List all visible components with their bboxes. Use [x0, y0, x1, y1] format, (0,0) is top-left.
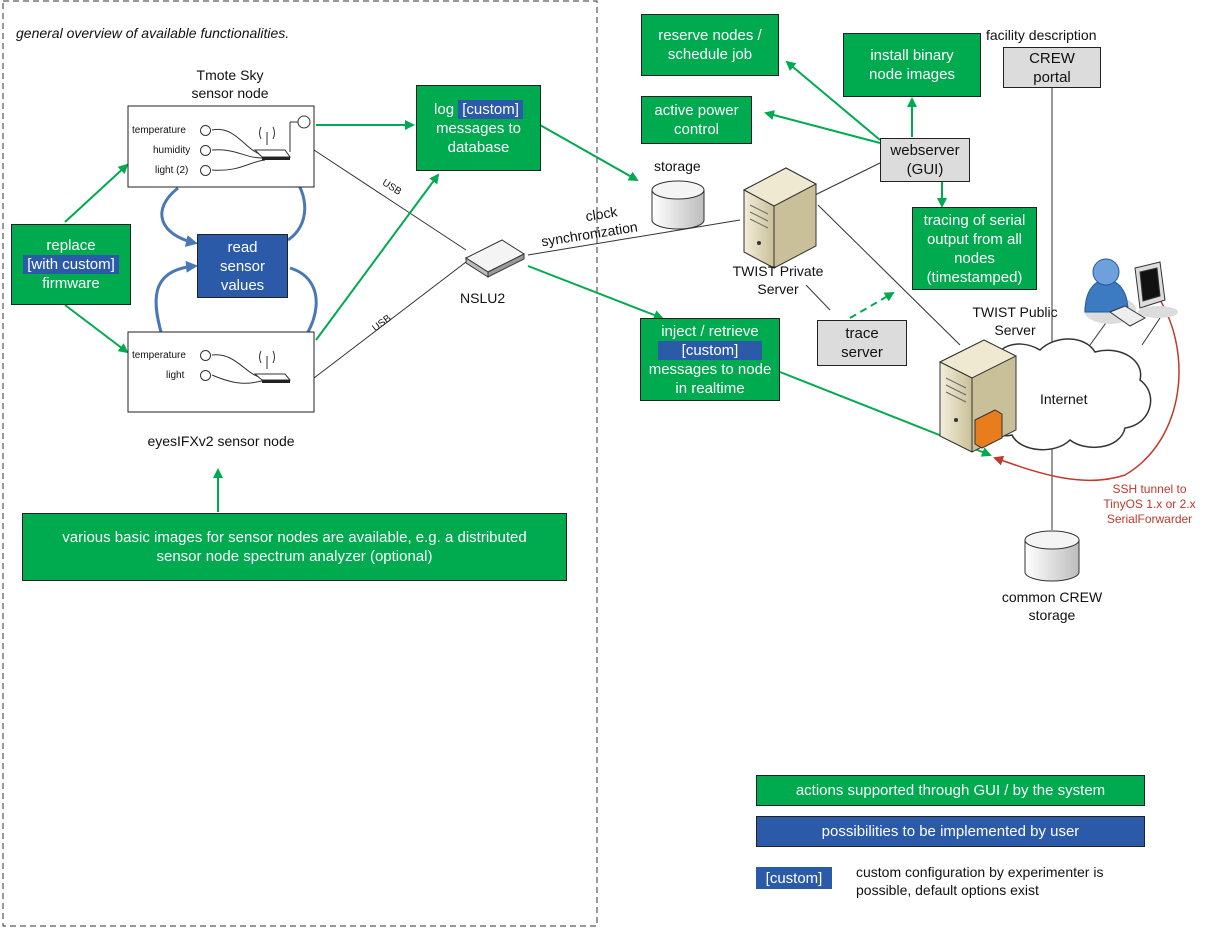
install-images-box: install binary node images: [843, 33, 981, 97]
intro-caption: general overview of available functional…: [16, 25, 290, 41]
tracing-line3: nodes: [954, 249, 995, 267]
webserver-box: webserver (GUI): [880, 138, 970, 182]
power-line1: active power: [654, 102, 739, 119]
private-server-line2: Server: [757, 281, 799, 297]
public-server-icon: [938, 339, 1018, 453]
ssh-line3: SerialForwarder: [1106, 512, 1193, 526]
common-storage-cylinder-icon: [1024, 530, 1080, 582]
tmote-title-line1: Tmote Sky: [196, 67, 264, 83]
ssh-line2: TinyOS 1.x or 2.x: [1103, 497, 1196, 511]
inject-line4: in realtime: [675, 379, 745, 397]
inject-retrieve-box: inject / retrieve [custom] messages to n…: [640, 318, 780, 401]
common-storage-label: common CREW storage: [982, 588, 1122, 624]
active-power-box: active power control: [641, 96, 752, 144]
images-line2: sensor node spectrum analyzer (optional): [156, 548, 433, 565]
public-server-line2: Server: [994, 322, 1036, 338]
log-custom-chip: [custom]: [458, 99, 523, 119]
install-line1: install binary: [870, 47, 954, 64]
sensor-images-box: various basic images for sensor nodes ar…: [22, 513, 567, 581]
facility-description-label: facility description: [986, 27, 1097, 43]
crew-portal-line2: portal: [1033, 68, 1071, 86]
tmote-node-box: [127, 105, 315, 188]
storage-label: storage: [654, 158, 701, 174]
eyes-title: eyesIFXv2 sensor node: [147, 433, 295, 449]
common-storage-line2: storage: [1028, 607, 1076, 623]
common-storage-line1: common CREW: [1001, 589, 1103, 605]
log-line3: database: [447, 138, 510, 156]
computer-icon: [1108, 261, 1178, 327]
log-prefix: log: [434, 100, 455, 118]
webserver-line2: (GUI): [906, 161, 944, 178]
trace-server-line2: server: [841, 344, 883, 361]
trace-server-line1: trace: [845, 325, 879, 342]
read-sensor-line2: sensor: [219, 257, 266, 275]
read-sensor-line1: read: [227, 238, 258, 256]
reserve-line1: reserve nodes /: [658, 27, 762, 44]
read-sensor-values-box: read sensor values: [197, 234, 288, 298]
log-line2: messages to: [435, 119, 522, 137]
tmote-pin-temperature: [200, 125, 211, 136]
read-sensor-line3: values: [220, 276, 265, 294]
power-line2: control: [673, 121, 720, 138]
replace-firmware-box: replace [with custom] firmware: [11, 224, 131, 305]
tracing-box: tracing of serial output from all nodes …: [912, 207, 1037, 290]
crew-portal-box: CREW portal: [1003, 47, 1101, 88]
tmote-radio-icon: [253, 126, 291, 160]
sensor-region-border: [2, 0, 598, 927]
inject-line1: inject / retrieve: [661, 322, 759, 340]
legend-blue-box: possibilities to be implemented by user: [756, 816, 1145, 847]
eyes-pin-temperature: [200, 350, 211, 361]
images-line1: various basic images for sensor nodes ar…: [62, 529, 527, 546]
eyes-radio-icon: [253, 350, 292, 383]
private-server-label: TWIST Private Server: [718, 262, 838, 298]
private-server-icon: [742, 167, 818, 269]
public-server-line1: TWIST Public: [972, 304, 1058, 320]
reserve-line2: schedule job: [667, 46, 753, 63]
legend-custom-chip: [custom]: [756, 867, 832, 889]
ssh-tunnel-label: SSH tunnel to TinyOS 1.x or 2.x SerialFo…: [1092, 482, 1207, 527]
tmote-pin-light: [200, 165, 211, 176]
inject-custom-chip: [custom]: [657, 340, 763, 360]
replace-line3: firmware: [42, 275, 100, 292]
webserver-line1: webserver: [890, 142, 960, 159]
user-icon: [1084, 258, 1136, 324]
eyes-sensor-temperature: temperature: [132, 350, 186, 361]
inject-line3: messages to node: [648, 360, 772, 378]
crew-portal-line1: CREW: [1029, 49, 1075, 67]
nslu2-device-icon: [464, 239, 526, 278]
eyes-pin-light: [200, 370, 211, 381]
nslu2-label: NSLU2: [460, 290, 506, 306]
private-server-line1: TWIST Private: [732, 263, 824, 279]
storage-cylinder-icon: [651, 180, 705, 230]
public-server-label: TWIST Public Server: [960, 303, 1070, 339]
tmote-title-line2: sensor node: [191, 85, 269, 101]
tmote-sensor-light: light (2): [155, 165, 189, 176]
tmote-antenna-pin: [297, 115, 311, 129]
install-line2: node images: [869, 66, 955, 83]
legend-green-box: actions supported through GUI / by the s…: [756, 775, 1145, 806]
legend-custom-line2: possible, default options exist: [856, 882, 1039, 898]
reserve-nodes-box: reserve nodes / schedule job: [641, 14, 779, 76]
tracing-line4: (timestamped): [926, 268, 1023, 286]
tracing-line2: output from all: [926, 230, 1023, 248]
tracing-line1: tracing of serial: [923, 211, 1026, 229]
ssh-line1: SSH tunnel to: [1112, 482, 1187, 496]
eyes-sensor-light: light: [166, 370, 185, 381]
ssh-tunnel-arrow: [993, 291, 1180, 482]
eyes-node-box: [127, 331, 315, 413]
tmote-sensor-humidity: humidity: [153, 145, 191, 156]
trace-server-box: trace server: [817, 320, 907, 366]
legend-custom-text: custom configuration by experimenter is …: [856, 863, 1103, 899]
tmote-title: Tmote Sky sensor node: [170, 66, 290, 102]
tmote-sensor-temperature: temperature: [132, 125, 186, 136]
replace-line1: replace: [46, 237, 96, 254]
internet-label: Internet: [1040, 391, 1088, 407]
replace-custom-chip: [with custom]: [23, 255, 119, 274]
log-messages-box: log [custom] messages to database: [416, 85, 541, 171]
legend-custom-line1: custom configuration by experimenter is: [856, 864, 1104, 880]
tmote-pin-humidity: [200, 145, 211, 156]
connection-lines: [313, 88, 1161, 530]
green-arrows: [64, 60, 992, 512]
